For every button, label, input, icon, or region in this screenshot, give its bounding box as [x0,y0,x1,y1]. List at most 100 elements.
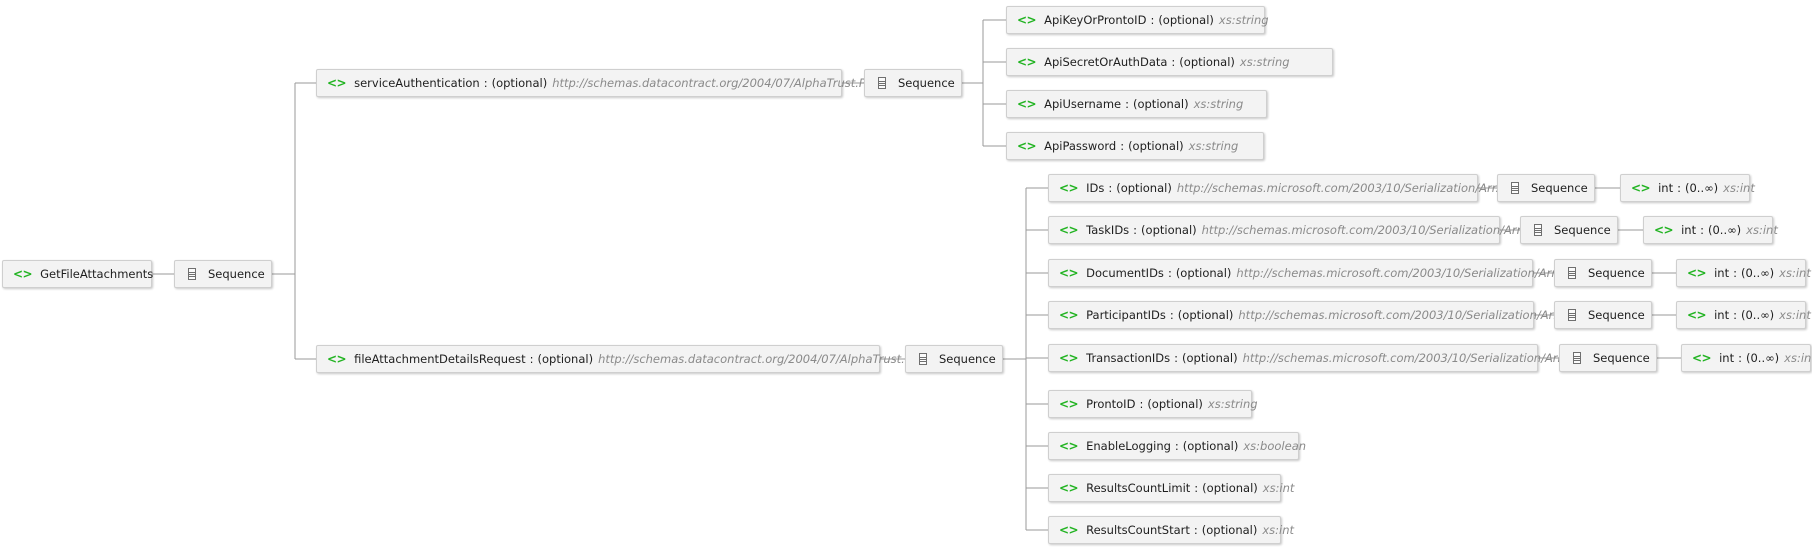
separator-colon: : [1139,397,1144,411]
separator-colon: : [1108,181,1113,195]
participantids-int-item[interactable]: <>int:(0..∞)xs:int [1676,301,1811,329]
element-name: serviceAuthentication [354,76,480,90]
taskids-sequence-node[interactable]: Sequence [1520,216,1618,244]
sequence-label: Sequence [1588,308,1645,322]
optional-label: (optional) [1158,13,1214,27]
element-icon: <> [1017,13,1037,27]
field-prontoid[interactable]: <>ProntoID:(optional)xs:string [1048,390,1258,418]
element-name: TransactionIDs [1086,351,1171,365]
field-apipassword[interactable]: <>ApiPassword:(optional)xs:string [1006,132,1264,160]
element-icon: <> [327,76,347,90]
element-name: ResultsCountStart [1086,523,1190,537]
optional-label: (optional) [1147,397,1203,411]
element-type: http://schemas.microsoft.com/2003/10/Ser… [1236,266,1566,280]
element-icon: <> [1059,523,1079,537]
element-name: fileAttachmentDetailsRequest [354,352,526,366]
element-type: http://schemas.datacontract.org/2004/07/… [598,352,922,366]
element-name: ResultsCountLimit [1086,481,1191,495]
documentids-sequence-node[interactable]: Sequence [1554,259,1652,287]
element-icon: <> [1059,439,1079,453]
root-element-node[interactable]: <>GetFileAttachments [2,260,153,288]
element-type: xs:string [1218,13,1269,27]
occurrence-label: (0..∞) [1684,181,1719,195]
service-authentication-node[interactable]: <>serviceAuthentication:(optional)http:/… [316,69,875,97]
element-type: xs:string [1207,397,1258,411]
element-type: http://schemas.microsoft.com/2003/10/Ser… [1176,181,1507,195]
optional-label: (optional) [1201,523,1258,537]
separator-colon: : [1700,223,1704,237]
separator-colon: : [1150,13,1155,27]
ids-int-item[interactable]: <>int:(0..∞)xs:int [1620,174,1755,202]
element-name: int [1714,308,1730,322]
sequence-label: Sequence [208,267,265,281]
element-type: xs:int [1262,523,1295,537]
separator-colon: : [483,76,488,90]
field-ids[interactable]: <>IDs:(optional)http://schemas.microsoft… [1048,174,1506,202]
element-type: xs:int [1723,181,1755,195]
element-type: xs:int [1262,481,1295,495]
element-type: xs:string [1239,55,1290,69]
optional-label: (optional) [1132,97,1189,111]
element-icon: <> [1687,266,1707,280]
documentids-int-item[interactable]: <>int:(0..∞)xs:int [1676,259,1811,287]
separator-colon: : [1169,308,1174,322]
field-transactionids[interactable]: <>TransactionIDs:(optional)http://schema… [1048,344,1572,372]
field-participantids[interactable]: <>ParticipantIDs:(optional)http://schema… [1048,301,1568,329]
field-taskids[interactable]: <>TaskIDs:(optional)http://schemas.micro… [1048,216,1531,244]
element-name: int [1719,351,1735,365]
element-type: xs:int [1779,308,1811,322]
occurrence-label: (0..∞) [1745,351,1780,365]
element-name: ApiSecretOrAuthData [1044,55,1168,69]
sequence-label: Sequence [1588,266,1645,280]
element-type: http://schemas.microsoft.com/2003/10/Ser… [1201,223,1532,237]
element-icon: <> [13,267,33,281]
element-name: IDs [1086,181,1105,195]
field-apisecretorauthdata[interactable]: <>ApiSecretOrAuthData:(optional)xs:strin… [1006,48,1333,76]
sequence-label: Sequence [939,352,996,366]
file-attachment-details-request-node[interactable]: <>fileAttachmentDetailsRequest:(optional… [316,345,921,373]
transactionids-int-item[interactable]: <>int:(0..∞)xs:int [1681,344,1812,372]
separator-colon: : [1133,223,1138,237]
service-authentication-sequence-node[interactable]: Sequence [864,69,962,97]
occurrence-label: (0..∞) [1707,223,1742,237]
participantids-sequence-node[interactable]: Sequence [1554,301,1652,329]
file-attachment-details-request-sequence-node[interactable]: Sequence [905,345,1003,373]
sequence-icon [188,268,196,280]
element-name: DocumentIDs [1086,266,1164,280]
element-icon: <> [1692,351,1712,365]
element-type: xs:string [1188,139,1239,153]
sequence-icon [1534,224,1542,236]
field-documentids[interactable]: <>DocumentIDs:(optional)http://schemas.m… [1048,259,1566,287]
occurrence-label: (0..∞) [1740,308,1775,322]
field-apiusername[interactable]: <>ApiUsername:(optional)xs:string [1006,90,1267,118]
field-apikeyorprontoid[interactable]: <> ApiKeyOrProntoID:(optional) xs:string [1006,6,1269,34]
element-icon: <> [1059,181,1079,195]
ids-sequence-node[interactable]: Sequence [1497,174,1595,202]
element-name: ApiKeyOrProntoID [1044,13,1147,27]
element-type: http://schemas.datacontract.org/2004/07/… [552,76,876,90]
separator-colon: : [1733,266,1737,280]
element-name: ParticipantIDs [1086,308,1166,322]
taskids-int-item[interactable]: <>int:(0..∞)xs:int [1643,216,1778,244]
field-enablelogging[interactable]: <>EnableLogging:(optional)xs:boolean [1048,432,1306,460]
optional-label: (optional) [1182,351,1238,365]
element-name: ApiUsername [1044,97,1122,111]
optional-label: (optional) [1202,481,1258,495]
element-name: ApiPassword [1044,139,1117,153]
optional-label: (optional) [1175,266,1232,280]
element-name: int [1658,181,1674,195]
optional-label: (optional) [1179,55,1235,69]
field-resultscountstart[interactable]: <>ResultsCountStart:(optional)xs:int [1048,516,1294,544]
separator-colon: : [1120,139,1125,153]
separator-colon: : [1125,97,1129,111]
sequence-icon [919,353,927,365]
element-type: xs:boolean [1243,439,1307,453]
transactionids-sequence-node[interactable]: Sequence [1559,344,1657,372]
field-resultscountlimit[interactable]: <>ResultsCountLimit:(optional)xs:int [1048,474,1294,502]
root-sequence-node[interactable]: Sequence [174,260,272,288]
sequence-icon [1568,267,1576,279]
element-name: TaskIDs [1086,223,1130,237]
element-name: int [1681,223,1697,237]
